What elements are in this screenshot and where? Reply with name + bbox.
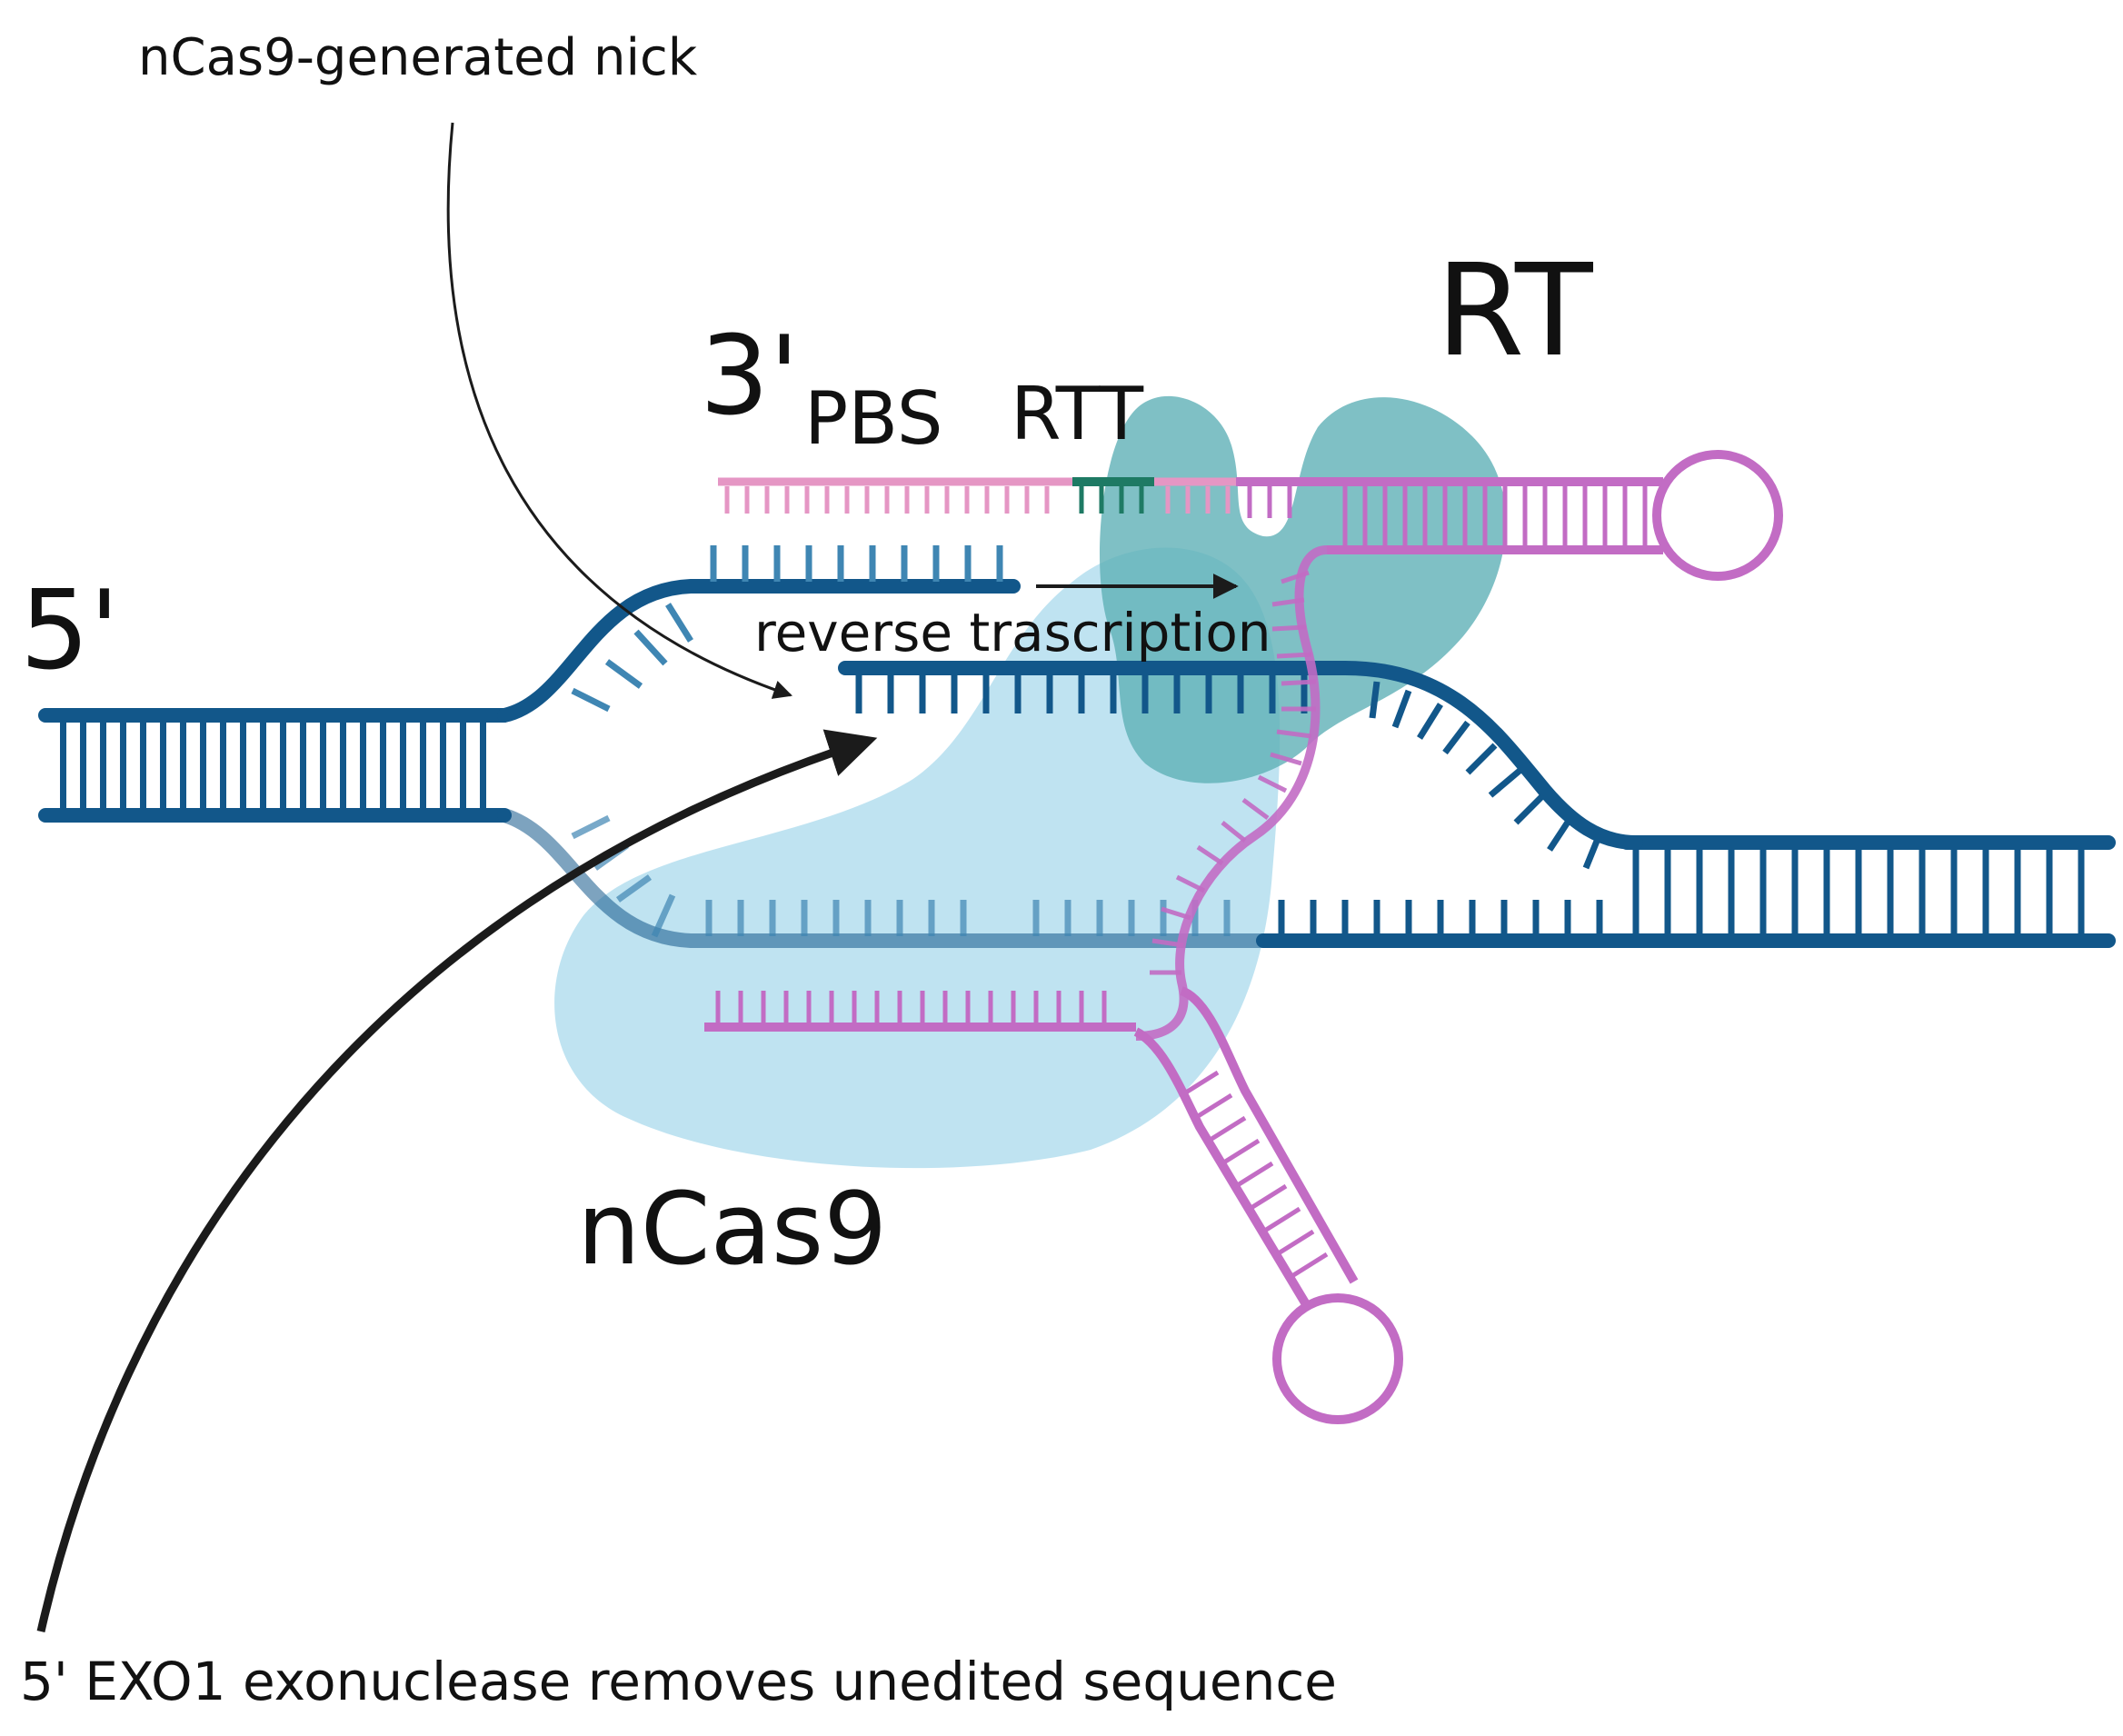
- dna-right-duplex-ticks: [1278, 850, 2085, 936]
- dna-left-duplex: [38, 708, 512, 823]
- pbs-label: PBS: [804, 376, 943, 461]
- ncas9-label: nCas9: [577, 1171, 887, 1287]
- dna-fork-upper-arm: [497, 579, 1021, 723]
- pegrna-lower-stem: [1133, 986, 1359, 1312]
- rtt-label: RTT: [1011, 372, 1144, 456]
- pegrna-extension: [718, 477, 1663, 554]
- nick-callout-arrow: [446, 122, 792, 699]
- exo1-callout-label: 5' EXO1 exonuclease removes unedited seq…: [20, 1651, 1337, 1712]
- rt-label: RT: [1436, 237, 1593, 385]
- three-prime-label: 3': [700, 314, 799, 440]
- pegrna-hairpin-ticks: [1247, 486, 1648, 545]
- pegrna-rtt-ticks: [1079, 486, 1144, 514]
- pegrna-top-loop: [1652, 450, 1783, 581]
- pegrna-bottom-loop: [1272, 1293, 1403, 1424]
- pegrna-extension-ticks: [724, 486, 1231, 514]
- pegrna-scaffold-ticks: [1150, 570, 1317, 975]
- dna-right-duplex: [1256, 835, 2116, 948]
- pegrna-lower-stem-ticks: [1180, 1070, 1329, 1280]
- reverse-transcription-label: reverse trascription: [754, 602, 1271, 663]
- dna-fork-lower-arm: [497, 808, 1280, 948]
- dna-fork-lower-ticks: [571, 814, 1231, 938]
- nick-callout-label: nCas9-generated nick: [138, 28, 698, 87]
- dna-fork-upper-ticks: [571, 545, 1003, 713]
- exo1-callout-arrow: [36, 729, 878, 1632]
- five-prime-label: 5': [20, 568, 119, 694]
- pegrna-spacer-ticks: [715, 991, 1107, 1023]
- dna-nicked-strand-ticks: [855, 675, 1603, 870]
- ncas9-protein-blob: [554, 547, 1281, 1169]
